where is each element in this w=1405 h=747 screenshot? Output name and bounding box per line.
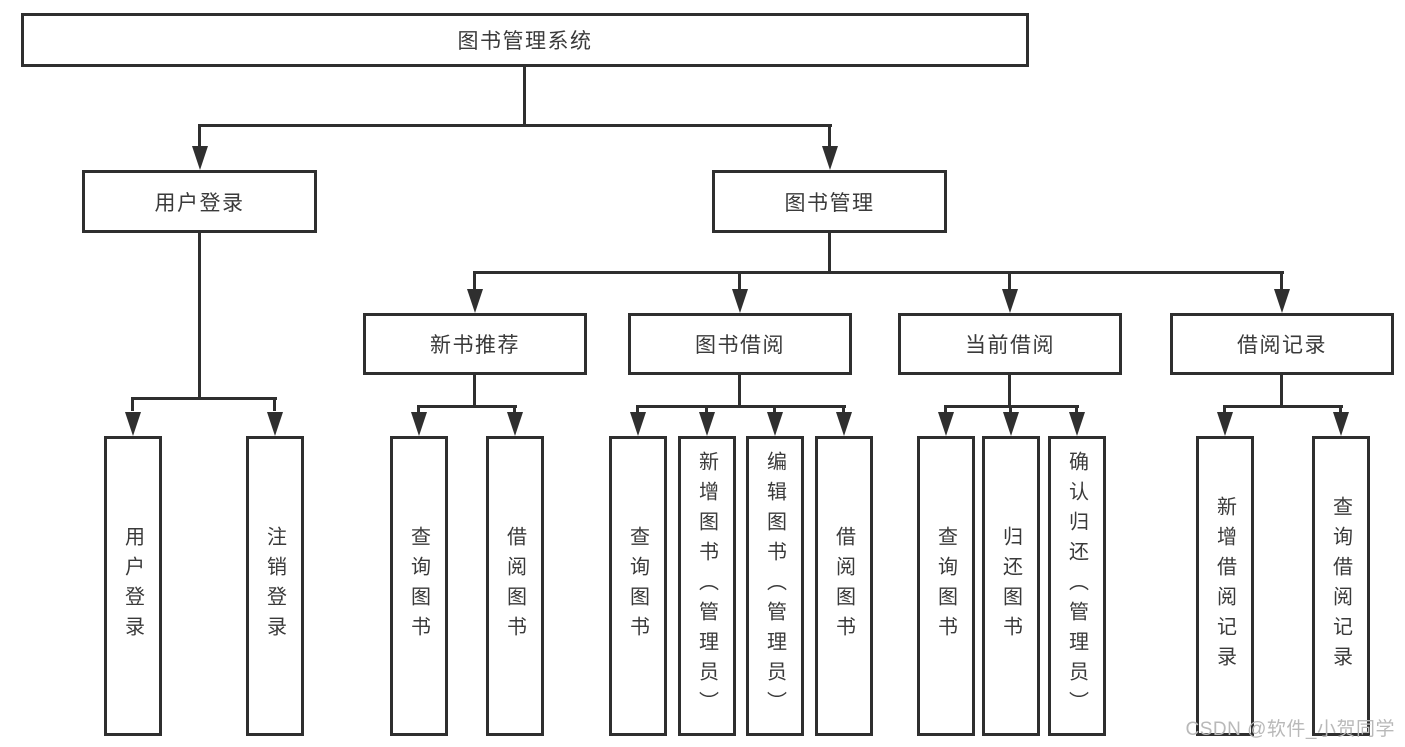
connector-line <box>131 397 277 400</box>
arrow-down-icon <box>836 412 852 436</box>
connector-line <box>198 124 832 127</box>
arrow-down-icon <box>732 289 748 313</box>
arrow-down-icon <box>192 146 208 170</box>
leaf-borrow-book: 借阅图书 <box>486 436 544 736</box>
node-label: 借阅图书 <box>832 526 855 646</box>
node-label: 用户登录 <box>121 526 144 646</box>
connector-line <box>773 405 776 415</box>
node-book-borrow: 图书借阅 <box>628 313 852 375</box>
connector-line <box>1008 375 1011 408</box>
arrow-down-icon <box>767 412 783 436</box>
arrow-down-icon <box>467 289 483 313</box>
connector-line <box>944 405 947 415</box>
connector-line <box>198 233 201 400</box>
connector-line <box>636 405 639 415</box>
connector-line <box>473 271 476 293</box>
connector-line <box>417 405 420 415</box>
connector-line <box>1339 405 1342 415</box>
node-book-management: 图书管理 <box>712 170 947 233</box>
connector-line <box>1009 405 1012 415</box>
arrow-down-icon <box>1333 412 1349 436</box>
leaf-query-book: 查询图书 <box>917 436 975 736</box>
connector-line <box>417 405 517 408</box>
node-library-system: 图书管理系统 <box>21 13 1029 67</box>
arrow-down-icon <box>1003 412 1019 436</box>
leaf-query-book: 查询图书 <box>390 436 448 736</box>
leaf-return-book: 归还图书 <box>982 436 1040 736</box>
connector-line <box>198 124 201 150</box>
node-label: 归还图书 <box>999 526 1022 646</box>
arrow-down-icon <box>125 412 141 436</box>
arrow-down-icon <box>699 412 715 436</box>
node-label: 编辑图书（管理员） <box>763 451 786 721</box>
connector-line <box>1008 271 1011 293</box>
connector-line <box>273 397 276 411</box>
node-label: 查询借阅记录 <box>1329 496 1352 676</box>
connector-line <box>523 67 526 124</box>
node-label: 确认归还（管理员） <box>1065 451 1088 721</box>
leaf-borrow-book: 借阅图书 <box>815 436 873 736</box>
leaf-confirm-return-admin: 确认归还（管理员） <box>1048 436 1106 736</box>
arrow-down-icon <box>267 412 283 436</box>
node-label: 借阅图书 <box>503 526 526 646</box>
connector-line <box>473 375 476 408</box>
connector-line <box>1075 405 1078 415</box>
connector-line <box>1280 271 1283 293</box>
connector-line <box>131 397 134 411</box>
node-label: 查询图书 <box>407 526 430 646</box>
node-new-book-recommend: 新书推荐 <box>363 313 587 375</box>
connector-line <box>1280 375 1283 408</box>
node-label: 新增借阅记录 <box>1213 496 1236 676</box>
node-label: 查询图书 <box>626 526 649 646</box>
node-label: 图书管理 <box>784 191 875 215</box>
watermark: CSDN @软件_小贺同学 <box>1185 719 1395 740</box>
connector-line <box>1223 405 1226 415</box>
arrow-down-icon <box>411 412 427 436</box>
connector-line <box>705 405 708 415</box>
leaf-query-book: 查询图书 <box>609 436 667 736</box>
leaf-user-login: 用户登录 <box>104 436 162 736</box>
connector-line <box>513 405 516 415</box>
node-label: 图书借阅 <box>695 334 785 357</box>
leaf-edit-book-admin: 编辑图书（管理员） <box>746 436 804 736</box>
arrow-down-icon <box>1069 412 1085 436</box>
arrow-down-icon <box>1217 412 1233 436</box>
node-current-borrow: 当前借阅 <box>898 313 1122 375</box>
node-label: 新书推荐 <box>430 334 520 357</box>
node-label: 查询图书 <box>934 526 957 646</box>
connector-line <box>738 271 741 293</box>
connector-line <box>1223 405 1343 408</box>
connector-line <box>828 233 831 274</box>
node-label: 注销登录 <box>263 526 286 646</box>
node-label: 新增图书（管理员） <box>695 451 718 721</box>
arrow-down-icon <box>507 412 523 436</box>
node-label: 用户登录 <box>154 191 245 215</box>
arrow-down-icon <box>1002 289 1018 313</box>
node-label: 当前借阅 <box>965 334 1055 357</box>
node-label: 图书管理系统 <box>457 30 593 53</box>
leaf-logout: 注销登录 <box>246 436 304 736</box>
arrow-down-icon <box>938 412 954 436</box>
connector-line <box>738 375 741 408</box>
arrow-down-icon <box>1274 289 1290 313</box>
connector-line <box>842 405 845 415</box>
arrow-down-icon <box>822 146 838 170</box>
connector-line <box>828 124 831 150</box>
node-user-login: 用户登录 <box>82 170 317 233</box>
leaf-query-borrow-record: 查询借阅记录 <box>1312 436 1370 736</box>
node-borrow-records: 借阅记录 <box>1170 313 1394 375</box>
arrow-down-icon <box>630 412 646 436</box>
leaf-add-book-admin: 新增图书（管理员） <box>678 436 736 736</box>
leaf-add-borrow-record: 新增借阅记录 <box>1196 436 1254 736</box>
connector-line <box>636 405 846 408</box>
node-label: 借阅记录 <box>1237 334 1327 357</box>
connector-line <box>473 271 1284 274</box>
